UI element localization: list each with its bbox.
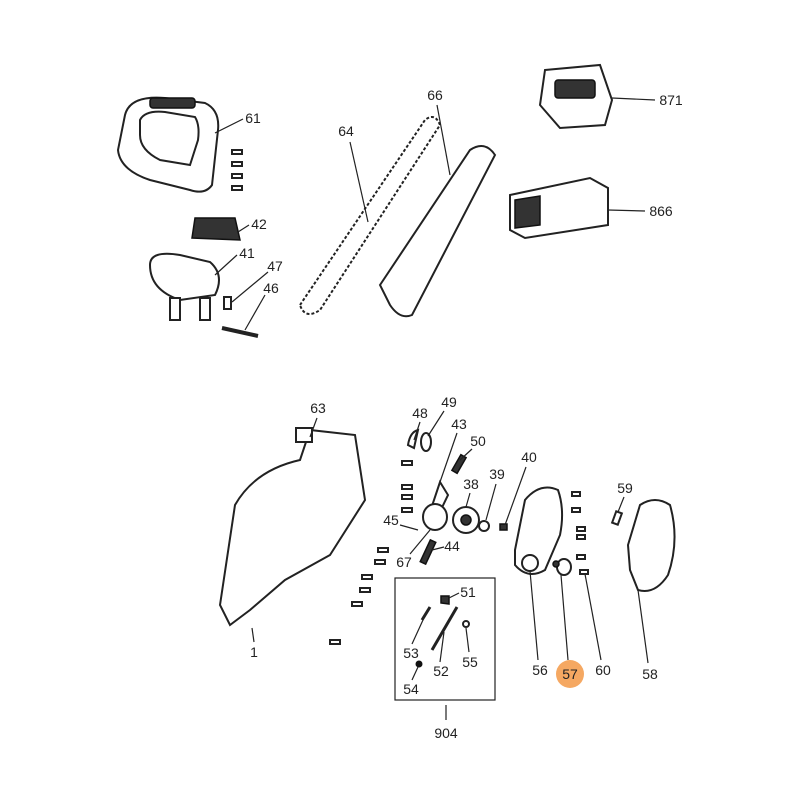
callout-59[interactable]: 59 <box>617 480 633 496</box>
callout-50[interactable]: 50 <box>470 433 486 449</box>
part-49[interactable] <box>420 432 432 452</box>
sprocket-hub <box>460 514 472 526</box>
part-47-clip[interactable] <box>223 296 232 310</box>
part-51[interactable] <box>440 595 450 605</box>
callout-53[interactable]: 53 <box>403 645 419 661</box>
part-50-spring[interactable] <box>450 453 468 475</box>
callout-46[interactable]: 46 <box>263 280 279 296</box>
part-63-label[interactable] <box>295 427 313 443</box>
callout-48[interactable]: 48 <box>412 405 428 421</box>
part-58-sprocket-cover[interactable] <box>626 499 676 592</box>
part-64-chain[interactable] <box>298 115 442 315</box>
part-871-charger[interactable] <box>538 63 614 130</box>
callout-55[interactable]: 55 <box>462 654 478 670</box>
callout-43[interactable]: 43 <box>451 416 467 432</box>
callout-67[interactable]: 67 <box>396 554 412 570</box>
part-57-oil-pump[interactable] <box>552 558 572 576</box>
callout-60[interactable]: 60 <box>595 662 611 678</box>
part-44-spring[interactable] <box>419 538 437 566</box>
part-39-washer[interactable] <box>478 520 490 532</box>
callout-54[interactable]: 54 <box>403 681 419 697</box>
part-41-rear-handle-cover[interactable] <box>148 252 220 321</box>
callout-866[interactable]: 866 <box>649 203 673 219</box>
callout-52[interactable]: 52 <box>433 663 449 679</box>
part-61-front-handle[interactable] <box>116 96 220 193</box>
callout-56[interactable]: 56 <box>532 662 548 678</box>
callout-40[interactable]: 40 <box>521 449 537 465</box>
callout-871[interactable]: 871 <box>659 92 683 108</box>
part-59-pin[interactable] <box>610 510 624 526</box>
callout-49[interactable]: 49 <box>441 394 457 410</box>
part-53-pin[interactable] <box>420 606 432 621</box>
part-46-pin[interactable] <box>221 326 259 338</box>
part-42-grip-insert[interactable] <box>191 217 241 241</box>
callout-42[interactable]: 42 <box>251 216 267 232</box>
callout-47[interactable]: 47 <box>267 258 283 274</box>
callout-44[interactable]: 44 <box>444 538 460 554</box>
part-66-bar-cover[interactable] <box>378 145 497 318</box>
part-55[interactable] <box>462 620 470 628</box>
screws-housing <box>329 460 413 645</box>
part-1-main-housing[interactable] <box>218 428 367 627</box>
callout-57-highlighted[interactable]: 57 <box>556 660 584 688</box>
cover-plate-boss <box>521 554 539 572</box>
callout-39[interactable]: 39 <box>489 466 505 482</box>
callout-45[interactable]: 45 <box>383 512 399 528</box>
callout-904[interactable]: 904 <box>434 725 458 741</box>
callout-63[interactable]: 63 <box>310 400 326 416</box>
part-52-rod[interactable] <box>430 606 459 651</box>
callout-1[interactable]: 1 <box>250 644 258 660</box>
leader-lines <box>214 97 656 720</box>
callout-61[interactable]: 61 <box>245 110 261 126</box>
callout-38[interactable]: 38 <box>463 476 479 492</box>
screws-61 <box>231 149 243 191</box>
part-54[interactable] <box>415 660 423 668</box>
kit-904-box <box>394 577 496 701</box>
part-67-brake-band[interactable] <box>422 503 448 531</box>
screws-cover <box>571 491 589 575</box>
callout-41[interactable]: 41 <box>239 245 255 261</box>
callout-51[interactable]: 51 <box>460 584 476 600</box>
callout-58[interactable]: 58 <box>642 666 658 682</box>
callout-64[interactable]: 64 <box>338 123 354 139</box>
part-866-battery[interactable] <box>509 176 609 240</box>
callout-66[interactable]: 66 <box>427 87 443 103</box>
part-56-cover-plate[interactable] <box>514 486 564 575</box>
part-40-nut[interactable] <box>499 523 508 531</box>
